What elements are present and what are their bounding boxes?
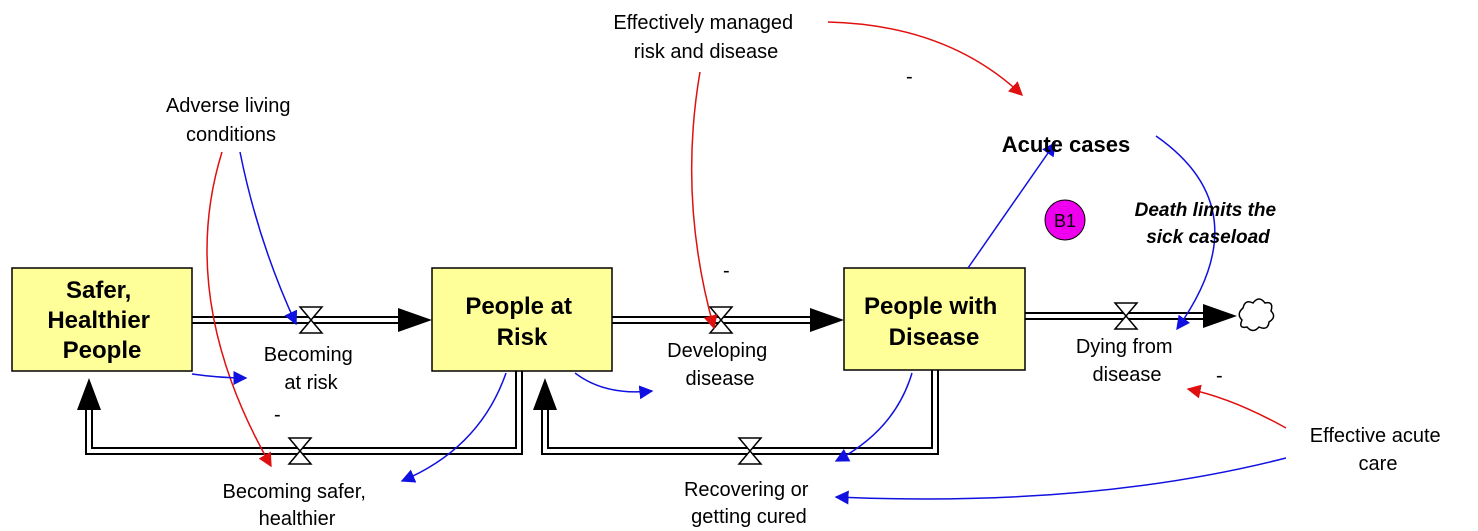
valve-dying-icon [1113,302,1139,330]
link-acute-to-dying [1155,135,1216,331]
valve-becoming-at-risk-icon [298,306,324,334]
link-acute-care-to-dying [1186,384,1287,429]
link-adverse-to-becoming-at-risk [239,151,298,326]
polarity-managed-acute: - [906,66,913,88]
flow-becoming-at-risk[interactable]: Becoming at risk [264,344,359,394]
flow-pipe-disease-to-sink [1025,304,1237,328]
loop-label: Death limits the sick caseload [1135,200,1282,248]
loop-id: B1 [1054,211,1076,231]
var-adverse-living-conditions[interactable]: Adverse living conditions [166,95,296,146]
link-adverse-to-becoming-safer [206,151,272,468]
svg-text:Safer, Healthier P: Safer, Healthier People [47,277,156,364]
stock-risk-line-2: Risk [497,324,548,351]
link-disease-to-acute [967,141,1056,269]
var-acute-cases[interactable]: Acute cases [1002,132,1130,157]
var-effective-acute-care[interactable]: Effective acute care [1310,425,1446,475]
stock-risk-line-1: People at [465,293,572,320]
svg-text:People at Risk: People at Risk [465,293,578,351]
flow-becoming-safer-healthier[interactable]: Becoming safer, healthier [223,481,372,530]
polarity-adverse-becoming-safer: - [274,404,281,426]
polarity-managed-developing: - [723,260,730,282]
stock-people-with-disease[interactable]: People with Disease [843,267,1026,371]
svg-text:People with Disease: People with Disease [864,293,1004,351]
valve-recovering-icon [737,437,763,465]
stock-disease-line-2: Disease [889,324,980,351]
polarity-acute-care-dying: - [1216,365,1223,387]
flow-pipe-disease-to-risk [533,370,939,455]
stock-safer-line-2: Healthier [47,307,150,334]
stock-safer-healthier-people[interactable]: Safer, Healthier People [11,267,193,372]
link-risk-to-becoming-safer [400,372,507,483]
stock-disease-line-1: People with [864,293,997,320]
flow-dying-from-disease[interactable]: Dying from disease [1076,336,1178,386]
valve-becoming-safer-icon [287,437,313,465]
stock-safer-line-3: People [63,337,142,364]
link-managed-to-acute [827,21,1024,96]
link-managed-to-developing [690,71,718,330]
link-risk-to-developing [574,372,654,400]
link-disease-to-recovering [834,372,913,462]
flow-pipe-risk-to-safer [77,371,523,455]
flow-developing-disease[interactable]: Developing disease [667,340,773,390]
stock-safer-line-1: Safer, [66,277,131,304]
link-acute-care-to-recovering [834,457,1287,505]
var-effectively-managed-risk[interactable]: Effectively managed risk and disease [613,12,798,63]
link-safer-to-becoming-at-risk [191,370,248,385]
cloud-sink-icon [1238,298,1275,332]
flow-recovering-or-getting-cured[interactable]: Recovering or getting cured [684,479,814,528]
stock-people-at-risk[interactable]: People at Risk [431,267,613,372]
loop-marker-b1: B1 [1044,199,1086,241]
